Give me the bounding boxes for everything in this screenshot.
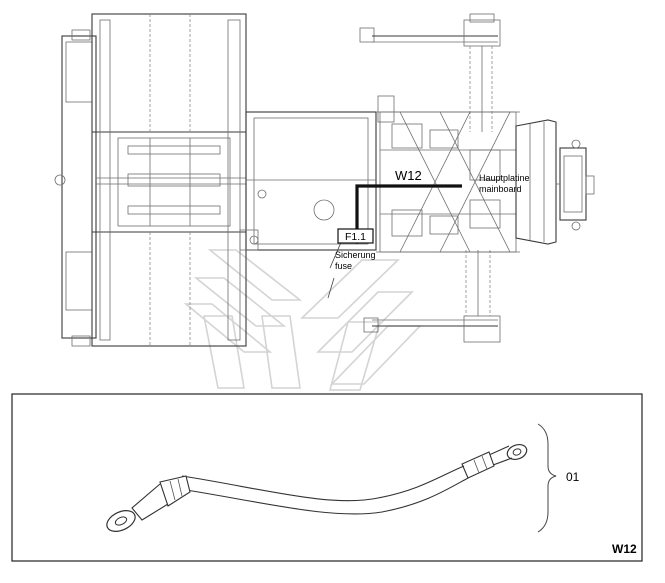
item-bracket: [537, 423, 557, 533]
mainboard-label-en: mainboard: [479, 184, 522, 194]
watermark-logo: [183, 249, 422, 391]
wire-code-label: W12: [395, 168, 422, 183]
mainboard-label-de: Hauptplatine: [479, 173, 530, 183]
cable-w12-illustration: [106, 443, 528, 532]
fuse-label-de: Sicherung: [335, 250, 376, 260]
detail-panel-frame: [11, 393, 643, 562]
fuse-label-box: [337, 228, 374, 244]
fuse-id-label: F1.1: [345, 231, 366, 243]
fuse-label-en: fuse: [335, 261, 352, 271]
corner-code-label: W12: [612, 542, 637, 556]
vehicle-drawing: [54, 13, 595, 347]
item-number-label: 01: [566, 470, 580, 484]
